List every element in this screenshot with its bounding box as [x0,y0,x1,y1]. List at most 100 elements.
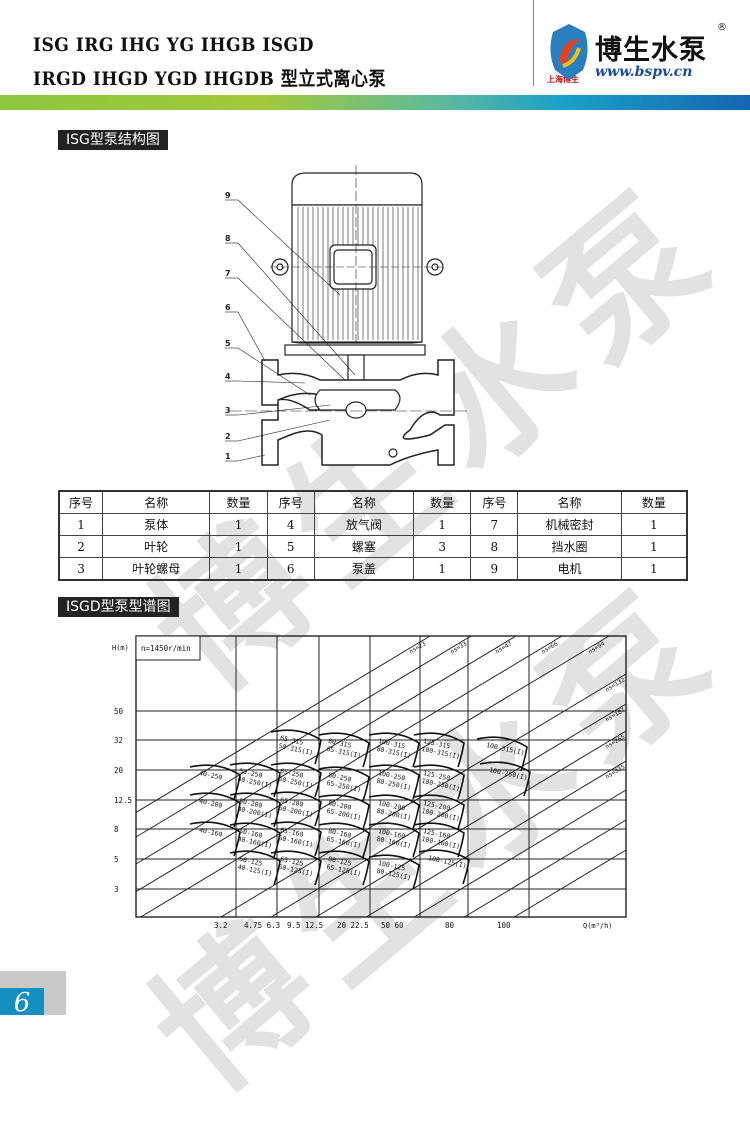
table-header-row: 序号名称数量序号名称数量序号名称数量 [58,490,688,514]
header-divider [533,0,534,86]
speed-box [135,635,201,661]
table-cell: 3 [413,535,472,558]
callout-leader [237,199,341,296]
page-title-line2: IRGD IHGD YGD IHGDB 型立式离心泵 [33,68,387,90]
pump-performance-curve [368,732,420,768]
pump-performance-curve [413,764,465,800]
pump-performance-curve [229,792,281,828]
pump-performance-curve [270,762,322,798]
ns-label: ns=94 [587,640,606,656]
table-cell: 放气阀 [313,513,415,536]
pump-performance-curve [270,821,322,857]
pump-performance-curve [229,822,281,858]
pump-performance-curve [413,794,465,830]
table-cell: 2 [58,535,104,558]
table-cell: 1 [620,557,688,581]
table-cell: 挡水圈 [517,535,622,558]
y-tick-label: 3 [114,885,119,894]
ns-line [135,635,472,838]
pump-performance-curve [479,761,531,797]
table-cell: 1 [620,535,688,558]
pump-performance-curve [318,822,370,858]
pump-performance-curve [318,766,370,802]
ns-line [514,849,627,918]
callout-number: 1 [225,452,231,461]
ns-label: ns=335 [604,763,627,780]
section-title-performance: ISGD型泵型谱图 [58,597,179,617]
callout-leader [237,242,356,376]
callout-leader [237,347,311,396]
pump-performance-curve [413,732,465,768]
column-header: 名称 [102,490,211,514]
logo-emblem-icon [550,24,588,80]
column-header: 数量 [413,490,472,514]
table-cell: 5 [266,535,315,558]
ns-label: ns=33 [449,640,468,656]
ns-line [135,635,431,813]
y-tick-label: 12.5 [114,796,132,805]
page-number: 6 [0,988,44,1018]
x-tick-label: 20 22.5 [337,921,369,930]
table-cell: 泵盖 [313,557,415,581]
ns-label: ns=187 [604,706,627,723]
ns-line [365,760,627,918]
x-tick-label: 50 60 [381,921,404,930]
table-cell: 螺塞 [313,535,415,558]
callout-leader [237,404,331,416]
column-header: 序号 [266,490,315,514]
table-cell: 泵体 [102,513,211,536]
pump-performance-curve [270,791,322,827]
page-title-line1: ISG IRG IHG YG IHGB ISGD [33,34,314,56]
ns-line [464,819,627,918]
callout-number: 4 [225,372,231,381]
table-cell: 1 [413,513,472,536]
table-cell: 9 [470,557,519,581]
column-header: 数量 [620,490,688,514]
pump-performance-curve [318,850,370,886]
callout-number: 3 [225,406,231,415]
callout-leader [237,380,306,384]
logo-subtitle: 上海博生 [547,75,579,84]
table-cell: 1 [209,513,268,536]
table-cell: 1 [209,557,268,581]
column-header: 数量 [209,490,268,514]
callout-number: 7 [225,269,231,278]
pump-performance-curve [413,822,465,858]
x-tick-label: 9.5 12.5 [287,921,323,930]
callout-number: 2 [225,432,231,441]
x-tick-label: 3.2 [214,921,228,930]
pump-performance-curve [368,794,420,830]
pump-performance-curve [229,850,281,886]
ns-line [414,789,627,918]
y-tick-label: 50 [114,707,124,716]
table-cell: 叶轮 [102,535,211,558]
pump-model-label: 40-200 [198,797,223,810]
table-cell: 3 [58,557,104,581]
callout-leader [237,311,266,362]
column-header: 序号 [470,490,519,514]
table-cell: 1 [209,535,268,558]
ns-label: ns=23 [408,640,427,656]
table-cell: 叶轮螺母 [102,557,211,581]
pump-performance-curve [418,849,470,885]
x-tick-label: 100 [497,921,511,930]
header-gradient-band [0,95,750,110]
ns-label: ns=47 [494,640,513,656]
y-axis-label: H(m) [112,644,129,652]
pump-performance-curve [270,850,322,886]
callout-leader [237,277,346,381]
table-cell: 1 [58,513,104,536]
column-header: 名称 [313,490,415,514]
pump-performance-curve [189,764,241,800]
pump-performance-curve [189,821,241,857]
table-cell: 8 [470,535,519,558]
table-cell: 4 [266,513,315,536]
pump-performance-curve [476,736,528,772]
callout-number: 6 [225,303,231,312]
pump-performance-curve [368,854,420,890]
callout-leader [237,419,331,442]
